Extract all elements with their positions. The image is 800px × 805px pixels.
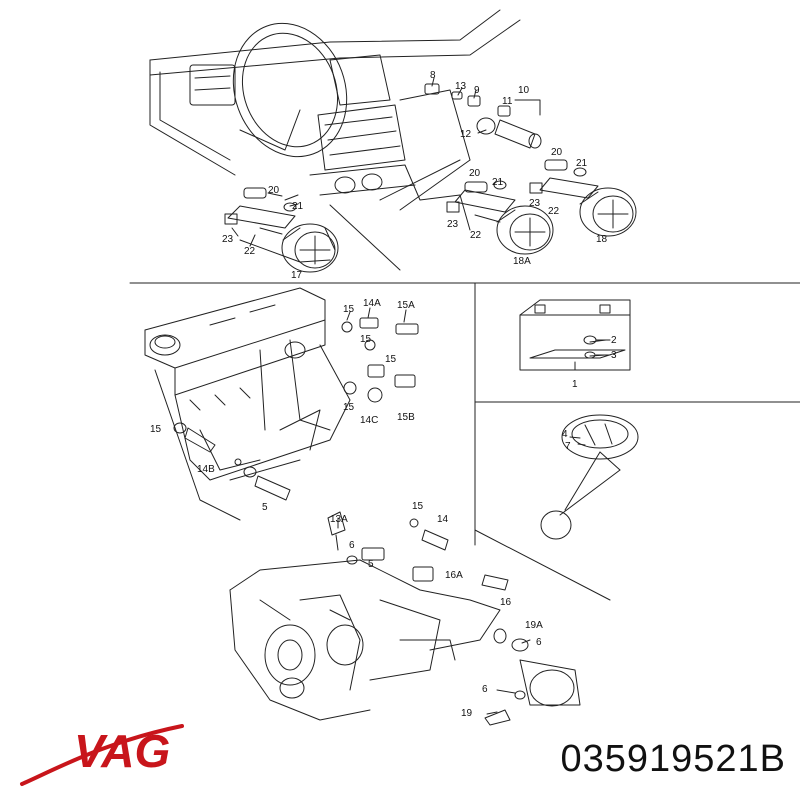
logo-text: VAG xyxy=(74,725,170,777)
leader-lines xyxy=(231,77,607,715)
callout: 13A xyxy=(330,514,348,525)
divider-diagonal xyxy=(474,529,611,601)
callout: 16A xyxy=(445,570,463,581)
callout: 15 xyxy=(343,402,355,413)
vag-logo: VAG xyxy=(14,712,214,792)
callout: 15 xyxy=(385,354,397,365)
gauge-18A xyxy=(446,180,554,255)
callout: 21 xyxy=(492,177,504,188)
callout: 18A xyxy=(513,256,531,267)
callout: 6 xyxy=(482,684,488,695)
callout: 9 xyxy=(474,85,480,96)
callout: 5 xyxy=(368,559,374,570)
callout: 1 xyxy=(572,379,578,390)
callout: 16 xyxy=(500,597,512,608)
callout: 21 xyxy=(576,158,588,169)
callout: 6 xyxy=(349,540,355,551)
dashboard-drawing xyxy=(149,9,521,271)
callout: 22 xyxy=(548,206,560,217)
callout: 3 xyxy=(611,350,617,361)
part-number: 035919521B xyxy=(560,738,786,780)
callout: 14C xyxy=(360,415,378,426)
callout: 15B xyxy=(397,412,415,423)
callout: 19A xyxy=(525,620,543,631)
callout: 18 xyxy=(596,234,608,245)
callout: 17 xyxy=(291,270,303,281)
callout: 10 xyxy=(518,85,530,96)
engine-bottom-drawing xyxy=(229,559,501,721)
callout: 22 xyxy=(470,230,482,241)
callout: 7 xyxy=(565,441,571,452)
callout: 14 xyxy=(437,514,449,525)
callout: 8 xyxy=(430,70,436,81)
gauge-18 xyxy=(529,159,637,237)
callout: 22 xyxy=(244,246,256,257)
engine-bottom-sensors xyxy=(327,511,581,726)
engine-top-sensors xyxy=(173,317,419,501)
callout: 4 xyxy=(562,429,568,440)
callout: 11 xyxy=(502,96,513,107)
callout: 20 xyxy=(551,147,563,158)
engine-top-drawing xyxy=(144,287,351,521)
battery-drawing xyxy=(519,299,631,371)
callout: 15 xyxy=(412,501,424,512)
callout: 21 xyxy=(292,201,304,212)
fuel-sender-drawing xyxy=(540,414,639,540)
callout: 14B xyxy=(197,464,215,475)
callout: 15 xyxy=(150,424,162,435)
callout: 14A xyxy=(363,298,381,309)
callout: 15 xyxy=(360,334,372,345)
callout: 23 xyxy=(222,234,234,245)
callout: 15A xyxy=(397,300,415,311)
gauge-17 xyxy=(224,187,339,273)
callout: 20 xyxy=(268,185,280,196)
callout: 23 xyxy=(447,219,459,230)
callout: 23 xyxy=(529,198,541,209)
callout: 5 xyxy=(262,502,268,513)
vag-logo-mark: VAG xyxy=(20,724,184,786)
callout: 12 xyxy=(460,129,472,140)
callout: 19 xyxy=(461,708,473,719)
callout-labels: 8 13 9 10 11 12 20 21 23 22 17 20 21 23 … xyxy=(150,70,617,719)
callout: 6 xyxy=(536,637,542,648)
callout: 2 xyxy=(611,335,617,346)
callout: 13 xyxy=(455,81,467,92)
callout: 15 xyxy=(343,304,355,315)
callout: 20 xyxy=(469,168,481,179)
switch-parts xyxy=(424,83,542,149)
